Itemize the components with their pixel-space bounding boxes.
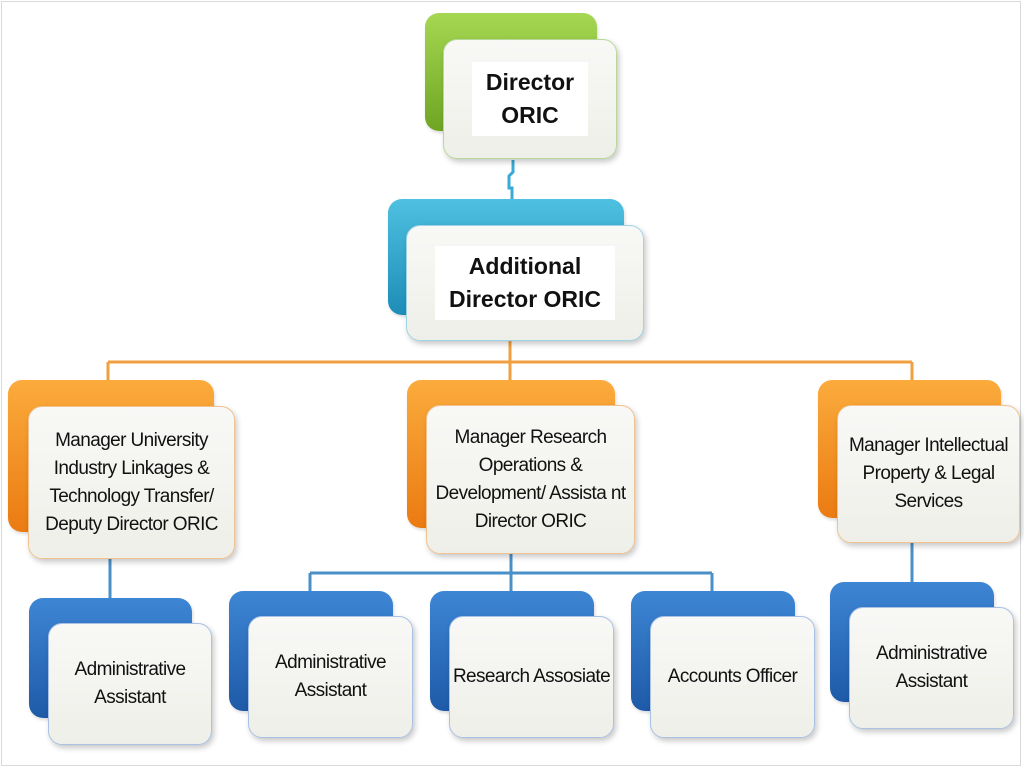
staff-label: Administrative Assistant [876,643,988,692]
connector-director-additional [507,160,515,204]
additional-director-node: Additional Director ORIC [388,199,644,341]
connector-manager2-staff [308,553,714,593]
staff-research-associate: Research Assosiate [430,591,614,738]
director-node: Director ORIC [425,13,617,159]
staff-administrative-assistant-3: Administrative Assistant [830,582,1014,729]
manager-university-linkages-label: Manager University Industry Linkages & T… [45,429,218,535]
staff-administrative-assistant-1: Administrative Assistant [29,598,212,745]
staff-label: Administrative Assistant [275,652,387,701]
staff-label: Accounts Officer [667,666,798,687]
manager-university-linkages-node: Manager University Industry Linkages & T… [8,380,235,559]
staff-accounts-officer: Accounts Officer [631,591,815,738]
staff-label: Administrative Assistant [74,659,187,708]
staff-label: Research Assosiate [452,666,611,687]
manager-intellectual-property-node: Manager Intellectual Property & Legal Se… [818,380,1020,543]
manager-research-operations-label: Manager Research Operations & Developmen… [435,426,626,532]
staff-administrative-assistant-2: Administrative Assistant [229,591,413,738]
manager-intellectual-property-label: Manager Intellectual Property & Legal Se… [848,435,1009,512]
director-label: Director ORIC [471,62,589,136]
manager-research-operations-node: Manager Research Operations & Developmen… [407,380,635,554]
additional-director-label: Additional Director ORIC [434,246,616,320]
connector-additional-managers [106,340,914,382]
